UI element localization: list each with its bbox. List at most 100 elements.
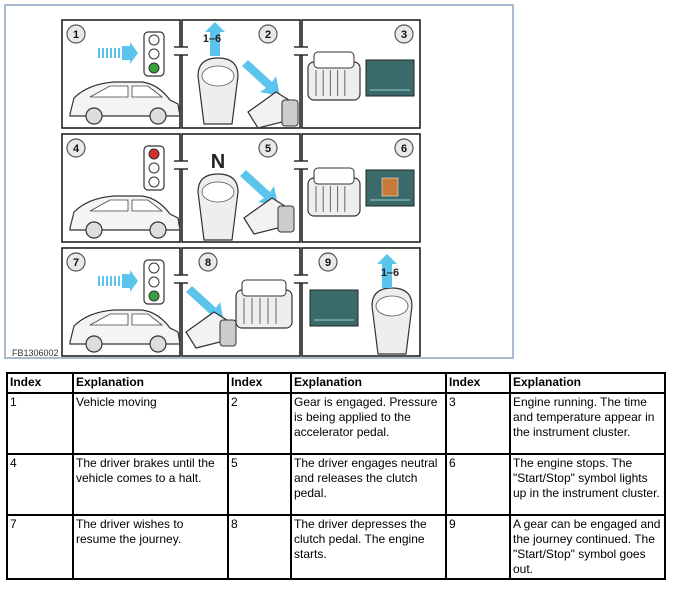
header-explanation-3: Explanation: [509, 372, 666, 394]
step-badge: [318, 252, 338, 272]
step-panel-2: 1–6 2: [181, 19, 301, 129]
panel-connector: [174, 275, 188, 283]
traffic-lamp-icon: [148, 48, 160, 60]
motion-line-icon: [102, 276, 104, 286]
traffic-lamp-icon: [148, 62, 160, 74]
car-window-icon: [131, 85, 164, 98]
header-index-1: Index: [6, 372, 74, 394]
traffic-lamp-icon: [148, 176, 160, 188]
step-panel-5: N5: [181, 133, 301, 243]
motion-line-icon: [106, 48, 108, 58]
step-badge: [258, 138, 278, 158]
car-wheel-icon: [149, 335, 167, 353]
table-row: 7 The driver wishes to resume the journe…: [6, 514, 666, 580]
header-explanation-1: Explanation: [72, 372, 229, 394]
table-cell: 8: [227, 514, 292, 580]
panel-connector: [294, 47, 308, 55]
step-panel-7: 7: [61, 247, 181, 357]
motion-line-icon: [118, 48, 120, 58]
start-stop-symbol-icon: [381, 177, 399, 197]
figure-code: FB1306002: [12, 348, 59, 358]
motion-arrow-icon: [122, 42, 138, 64]
up-arrow-icon: [377, 254, 397, 288]
pedal-arrow-icon: [242, 60, 280, 96]
step-panel-8: 8: [181, 247, 301, 357]
table-cell: Gear is engaged. Pressure is being appli…: [290, 392, 447, 455]
step-number: 1: [73, 29, 79, 41]
step-badge: [66, 24, 86, 44]
step-badge: [66, 138, 86, 158]
traffic-lamp-icon: [148, 34, 160, 46]
header-index-3: Index: [445, 372, 511, 394]
step-panel-9: 1–6 9: [301, 247, 421, 357]
gear-pattern-icon: [375, 295, 409, 317]
motion-line-icon: [98, 48, 100, 58]
table-cell: The driver depresses the clutch pedal. T…: [290, 514, 447, 580]
table-cell: Engine running. The time and temperature…: [509, 392, 666, 455]
car-wheel-icon: [85, 221, 103, 239]
traffic-lamp-icon: [148, 162, 160, 174]
step-badge: [66, 252, 86, 272]
table-cell: A gear can be engaged and the journey co…: [509, 514, 666, 580]
table-cell: The engine stops. The "Start/Stop" symbo…: [509, 453, 666, 516]
instrument-cluster-icon: [309, 289, 359, 327]
panel-connector: [174, 47, 188, 55]
gear-label: 1–6: [203, 33, 221, 45]
table-cell: 1: [6, 392, 74, 455]
traffic-lamp-icon: [148, 290, 160, 302]
step-number: 8: [205, 257, 211, 269]
car-wheel-icon: [85, 107, 103, 125]
car-window-icon: [89, 199, 129, 212]
table-cell: 7: [6, 514, 74, 580]
instrument-cluster-icon: [365, 59, 415, 97]
panel-connector: [294, 161, 308, 169]
table-cell: 6: [445, 453, 511, 516]
traffic-lamp-icon: [148, 276, 160, 288]
step-badge: [198, 252, 218, 272]
step-number: 4: [73, 143, 80, 155]
motion-arrow-icon: [122, 270, 138, 292]
header-index-2: Index: [227, 372, 292, 394]
gear-pattern-icon: [201, 181, 235, 203]
car-wheel-icon: [149, 107, 167, 125]
motion-line-icon: [118, 276, 120, 286]
step-number: 9: [325, 257, 331, 269]
step-panel-4: 4: [61, 133, 181, 243]
step-number: 2: [265, 29, 271, 41]
header-explanation-2: Explanation: [290, 372, 447, 394]
motion-line-icon: [102, 48, 104, 58]
step-number: 3: [401, 29, 407, 41]
panel-connector: [294, 275, 308, 283]
pedal-icon: [281, 99, 299, 127]
table-cell: The driver brakes until the vehicle come…: [72, 453, 229, 516]
step-number: 7: [73, 257, 79, 269]
traffic-lamp-icon: [148, 148, 160, 160]
motion-line-icon: [106, 276, 108, 286]
step-badge: [394, 138, 414, 158]
motion-line-icon: [110, 276, 112, 286]
motion-line-icon: [114, 276, 116, 286]
step-badge: [394, 24, 414, 44]
pedal-arrow-icon: [240, 170, 278, 206]
panel-connector: [174, 161, 188, 169]
table-header-row: Index Explanation Index Explanation Inde…: [6, 372, 666, 394]
table-cell: 4: [6, 453, 74, 516]
gear-label: 1–6: [381, 267, 399, 279]
table-cell: Vehicle moving: [72, 392, 229, 455]
gear-pattern-icon: [201, 65, 235, 87]
traffic-lamp-icon: [148, 262, 160, 274]
pedal-icon: [277, 205, 295, 233]
table-cell: The driver engages neutral and releases …: [290, 453, 447, 516]
car-window-icon: [89, 85, 129, 98]
table-cell: 9: [445, 514, 511, 580]
table-cell: 5: [227, 453, 292, 516]
car-wheel-icon: [149, 221, 167, 239]
car-window-icon: [131, 313, 164, 326]
up-arrow-icon: [205, 22, 225, 56]
table-cell: 2: [227, 392, 292, 455]
engine-cover-icon: [241, 279, 287, 297]
motion-line-icon: [114, 48, 116, 58]
table-cell: The driver wishes to resume the journey.: [72, 514, 229, 580]
gear-label: N: [211, 151, 225, 173]
